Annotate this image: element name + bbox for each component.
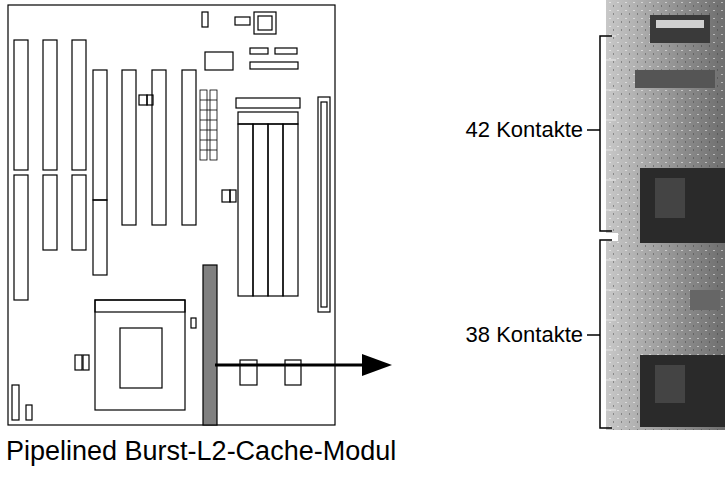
contact-count-label: 38 Kontakte <box>466 323 583 347</box>
pointer-arrow <box>215 354 392 376</box>
caption: Pipelined Burst-L2-Cache-Modul <box>6 437 396 467</box>
cache-module-photo <box>606 0 725 430</box>
motherboard <box>8 5 335 425</box>
bracket <box>587 36 612 428</box>
contact-count-label: 42 Kontakte <box>466 118 583 142</box>
